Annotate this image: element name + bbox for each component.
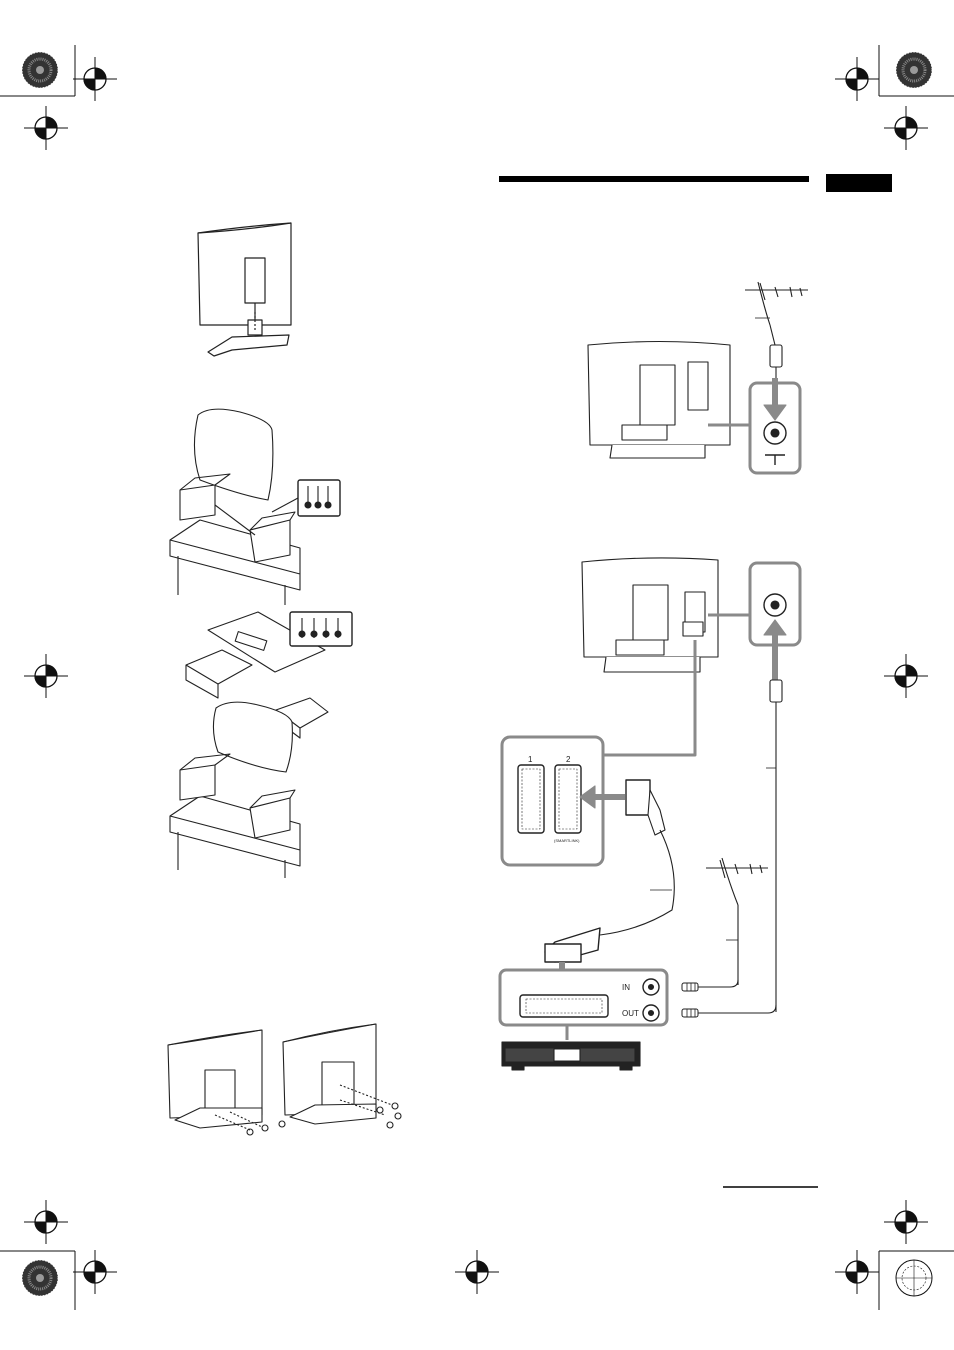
registration-mark-icon (884, 106, 928, 150)
scart-1-label: 1 (528, 755, 533, 764)
registration-mark-icon (24, 106, 68, 150)
section-header-bar (499, 176, 809, 182)
scart-2-label: 2 (566, 755, 571, 764)
registration-mark-icon (24, 654, 68, 698)
registration-marks (0, 45, 954, 1310)
smartlink-label: (SMARTLINK) (554, 838, 580, 843)
vcr-in-label: IN (622, 983, 630, 992)
registration-mark-icon (835, 57, 879, 101)
color-target-icon (22, 52, 58, 88)
registration-mark-icon (73, 57, 117, 101)
registration-mark-icon (24, 1200, 68, 1244)
packing-illustration-1 (170, 409, 340, 605)
registration-mark-icon (73, 1250, 117, 1294)
color-target-icon (22, 1260, 58, 1296)
tv-stand-illustration (198, 223, 291, 356)
color-target-icon (896, 1260, 932, 1296)
registration-mark-icon (835, 1250, 879, 1294)
stand-screws-illustration (168, 1024, 401, 1135)
vcr-out-label: OUT (622, 1009, 639, 1018)
registration-mark-icon (884, 1200, 928, 1244)
vcr-connection-illustration (500, 558, 800, 1070)
registration-mark-icon (884, 654, 928, 698)
aerial-connection-illustration (588, 282, 808, 473)
registration-mark-icon (455, 1250, 499, 1294)
section-tab (826, 174, 892, 192)
color-target-icon (896, 52, 932, 88)
packing-illustration-2 (170, 612, 352, 878)
